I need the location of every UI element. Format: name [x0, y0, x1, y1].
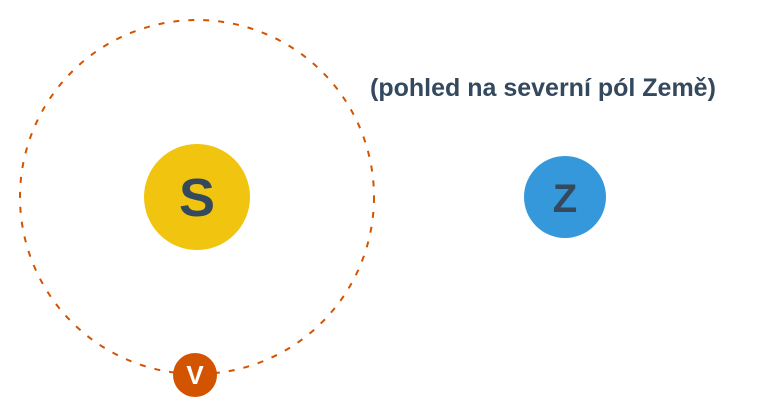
venus-disc [173, 353, 217, 397]
sun: S [144, 144, 250, 250]
earth: Z [524, 156, 606, 238]
sun-disc [144, 144, 250, 250]
view-caption: (pohled na severní pól Země) [370, 74, 716, 102]
venus-label: V [186, 360, 204, 390]
venus: V [173, 353, 217, 397]
venus-orbit [19, 19, 375, 375]
earth-label: Z [553, 177, 577, 221]
earth-disc [524, 156, 606, 238]
sun-label: S [179, 168, 215, 228]
